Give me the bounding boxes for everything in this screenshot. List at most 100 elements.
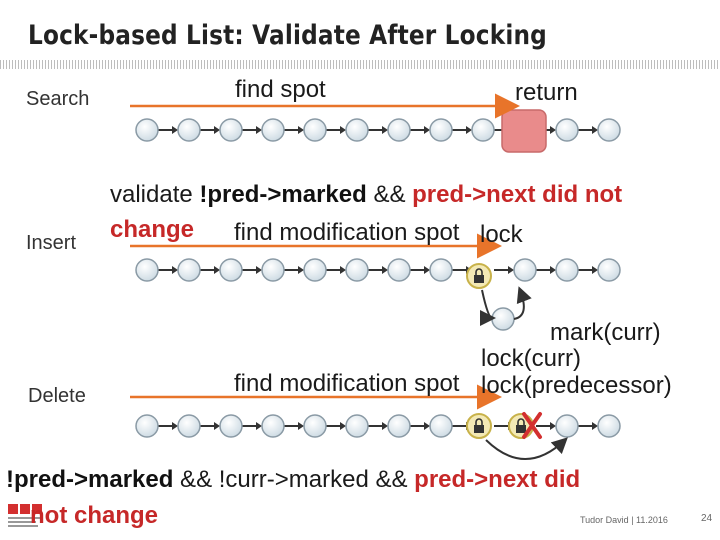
node-link-arrowhead — [340, 266, 346, 274]
pred-marked-text: !pred->marked — [6, 466, 174, 493]
delete-validate-line2: not change — [30, 502, 159, 529]
node-link-arrowhead — [592, 266, 598, 274]
node-link-arrowhead — [214, 422, 220, 430]
insert-curve — [479, 289, 496, 326]
insert-row-label: Insert — [26, 232, 77, 254]
search-return-label: return — [515, 79, 578, 106]
title-divider — [0, 60, 720, 69]
list-node — [135, 118, 159, 142]
list-node — [177, 258, 201, 282]
node-link-arrowhead — [172, 266, 178, 274]
list-node — [177, 118, 201, 142]
list-node — [429, 414, 453, 438]
padlock-icon — [474, 418, 484, 433]
delete-validate-line1: !pred->marked && !curr->marked && pred->… — [6, 466, 580, 494]
node-link-arrowhead — [424, 422, 430, 430]
node-link-arrowhead — [298, 126, 304, 134]
node-link-arrowhead — [592, 422, 598, 430]
list-node — [597, 258, 621, 282]
validate-word: validate — [110, 181, 200, 208]
node-link-arrowhead — [508, 266, 514, 274]
search-row-label: Search — [26, 88, 90, 110]
list-node — [303, 118, 327, 142]
list-node — [387, 414, 411, 438]
curr-marked-text: !curr->marked — [218, 466, 369, 493]
insert-list-nodes — [135, 258, 621, 282]
list-node — [513, 258, 537, 282]
node-link-arrowhead — [256, 126, 262, 134]
padlock-icon — [474, 268, 484, 283]
list-node — [303, 414, 327, 438]
list-node — [387, 258, 411, 282]
delete-list-nodes — [135, 414, 621, 438]
insert-validate-line1: validate !pred->marked && pred->next did… — [110, 181, 622, 209]
pred-next-text: pred->next did — [414, 466, 581, 493]
and-operator: && — [366, 181, 413, 208]
node-link-arrowhead — [466, 126, 472, 134]
list-node — [471, 118, 495, 142]
new-node — [491, 307, 515, 331]
pred-marked-text: !pred->marked — [199, 181, 367, 208]
slide-title: Lock-based List: Validate After Locking — [28, 20, 547, 51]
search-list-nodes — [135, 118, 621, 142]
node-link-arrowhead — [382, 266, 388, 274]
insert-lock-label: lock — [480, 221, 523, 248]
page-number: 24 — [701, 513, 713, 524]
x-mark-icon — [522, 412, 542, 439]
delete-bypass-curve — [485, 437, 568, 460]
list-node — [345, 258, 369, 282]
and-operator: && — [368, 466, 415, 493]
list-node — [387, 118, 411, 142]
node-link-arrowhead — [340, 422, 346, 430]
insert-validate-line2: change — [110, 216, 195, 243]
list-node — [261, 258, 285, 282]
node-link-arrowhead — [550, 422, 556, 430]
padlock-icon — [516, 418, 526, 433]
list-node — [135, 414, 159, 438]
list-node — [219, 414, 243, 438]
pred-next-text: pred->next did not — [412, 181, 623, 208]
and-operator: && — [173, 466, 219, 493]
list-node — [261, 118, 285, 142]
delete-lock-curr-label: lock(curr) — [481, 345, 581, 372]
delete-arrow-label: find modification spot — [234, 370, 460, 397]
delete-mark-curr-label: mark(curr) — [550, 319, 661, 346]
node-link-arrowhead — [550, 126, 556, 134]
node-link-arrowhead — [382, 126, 388, 134]
node-link-arrowhead — [340, 126, 346, 134]
list-node — [219, 258, 243, 282]
node-link-arrowhead — [256, 422, 262, 430]
node-link-arrowhead — [172, 422, 178, 430]
list-node — [303, 258, 327, 282]
footer-author: Tudor David | 11.2016 — [580, 515, 668, 525]
list-node — [555, 258, 579, 282]
node-link-arrowhead — [256, 266, 262, 274]
node-link-arrowhead — [298, 266, 304, 274]
node-link-arrowhead — [382, 422, 388, 430]
delete-row-label: Delete — [28, 385, 86, 407]
search-arrow-label: find spot — [235, 76, 326, 103]
list-node — [345, 414, 369, 438]
list-node — [261, 414, 285, 438]
insert-curve-2 — [513, 286, 532, 320]
node-link-arrowhead — [298, 422, 304, 430]
list-node — [555, 414, 579, 438]
list-node — [219, 118, 243, 142]
node-link-arrowhead — [550, 266, 556, 274]
list-node — [429, 258, 453, 282]
list-node — [597, 414, 621, 438]
node-link-arrowhead — [172, 126, 178, 134]
node-link-arrowhead — [214, 266, 220, 274]
node-link-arrowhead — [424, 266, 430, 274]
delete-lock-pred-label: lock(predecessor) — [481, 372, 672, 399]
insert-arrow-label: find modification spot — [234, 219, 460, 246]
list-node — [177, 414, 201, 438]
list-node — [345, 118, 369, 142]
list-node — [597, 118, 621, 142]
list-node — [135, 258, 159, 282]
list-node — [555, 118, 579, 142]
node-link-arrowhead — [424, 126, 430, 134]
node-link-arrowhead — [592, 126, 598, 134]
return-node-highlight — [501, 109, 547, 153]
